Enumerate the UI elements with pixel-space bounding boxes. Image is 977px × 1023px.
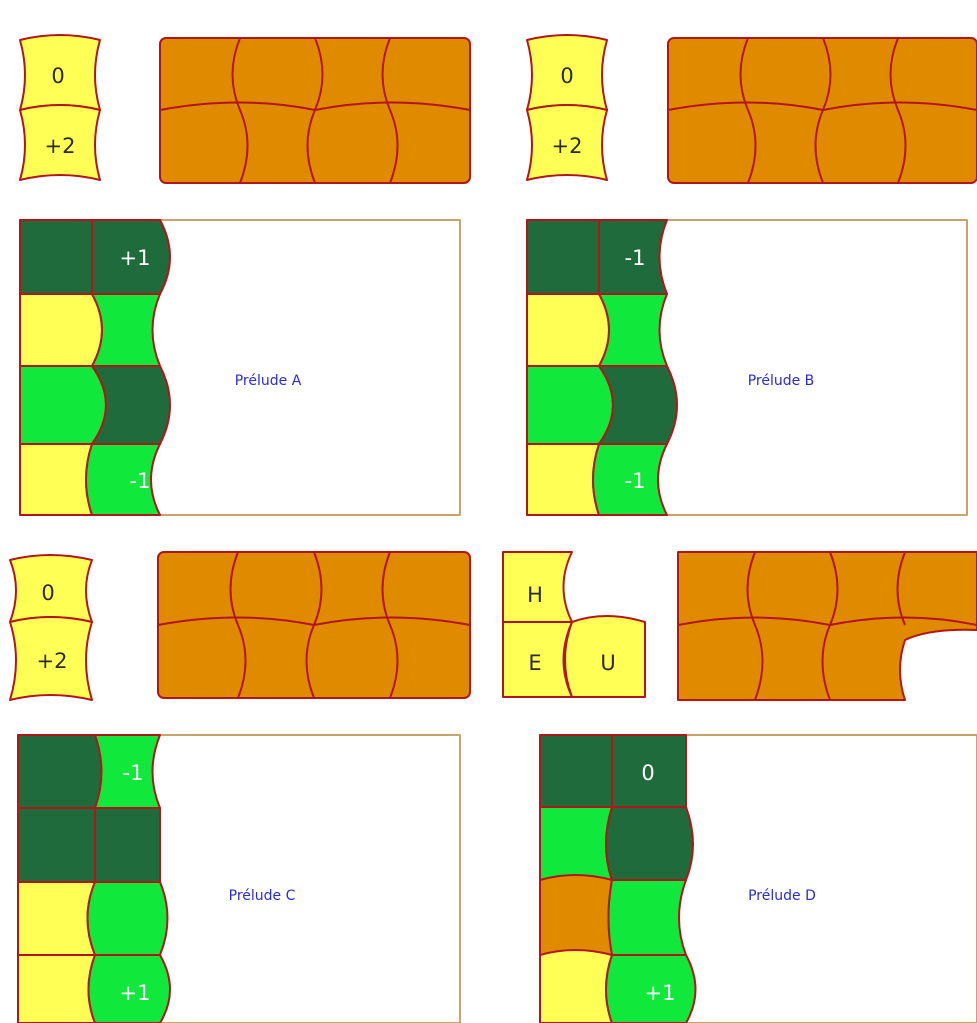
orange-strip-b xyxy=(668,38,977,183)
side-piece-d xyxy=(503,552,645,697)
prelude-label-b: Prélude B xyxy=(748,373,815,389)
top-label-b: -1 xyxy=(625,246,646,270)
side-label-b-bottom: +2 xyxy=(552,134,583,158)
side-piece-a xyxy=(20,35,100,180)
prelude-label-c: Prélude C xyxy=(229,888,296,904)
top-label-a: +1 xyxy=(120,246,151,270)
side-label-b-top: 0 xyxy=(560,64,573,88)
side-piece-c xyxy=(10,555,92,700)
bottom-label-b: -1 xyxy=(625,469,646,493)
side-label-c-top: 0 xyxy=(41,581,54,605)
prelude-label-a: Prélude A xyxy=(235,373,302,389)
bottom-label-d: +1 xyxy=(645,981,676,1005)
orange-strip-a xyxy=(160,38,470,183)
tiles-b xyxy=(527,220,677,515)
orange-strip-d xyxy=(678,552,977,700)
top-label-d: 0 xyxy=(641,761,654,785)
bottom-label-a: -1 xyxy=(130,469,151,493)
top-label-c: -1 xyxy=(123,761,144,785)
side-label-d-h: H xyxy=(527,583,543,607)
orange-strip-c xyxy=(158,552,470,698)
side-label-a-top: 0 xyxy=(51,64,64,88)
prelude-label-d: Prélude D xyxy=(748,888,816,904)
side-piece-b xyxy=(527,35,607,180)
tiles-d xyxy=(540,735,696,1023)
side-label-d-u: U xyxy=(600,651,615,675)
side-label-c-bottom: +2 xyxy=(37,649,68,673)
side-label-d-e: E xyxy=(528,651,541,675)
bottom-label-c: +1 xyxy=(120,981,151,1005)
side-label-a-bottom: +2 xyxy=(45,134,76,158)
tiles-c xyxy=(18,735,170,1023)
